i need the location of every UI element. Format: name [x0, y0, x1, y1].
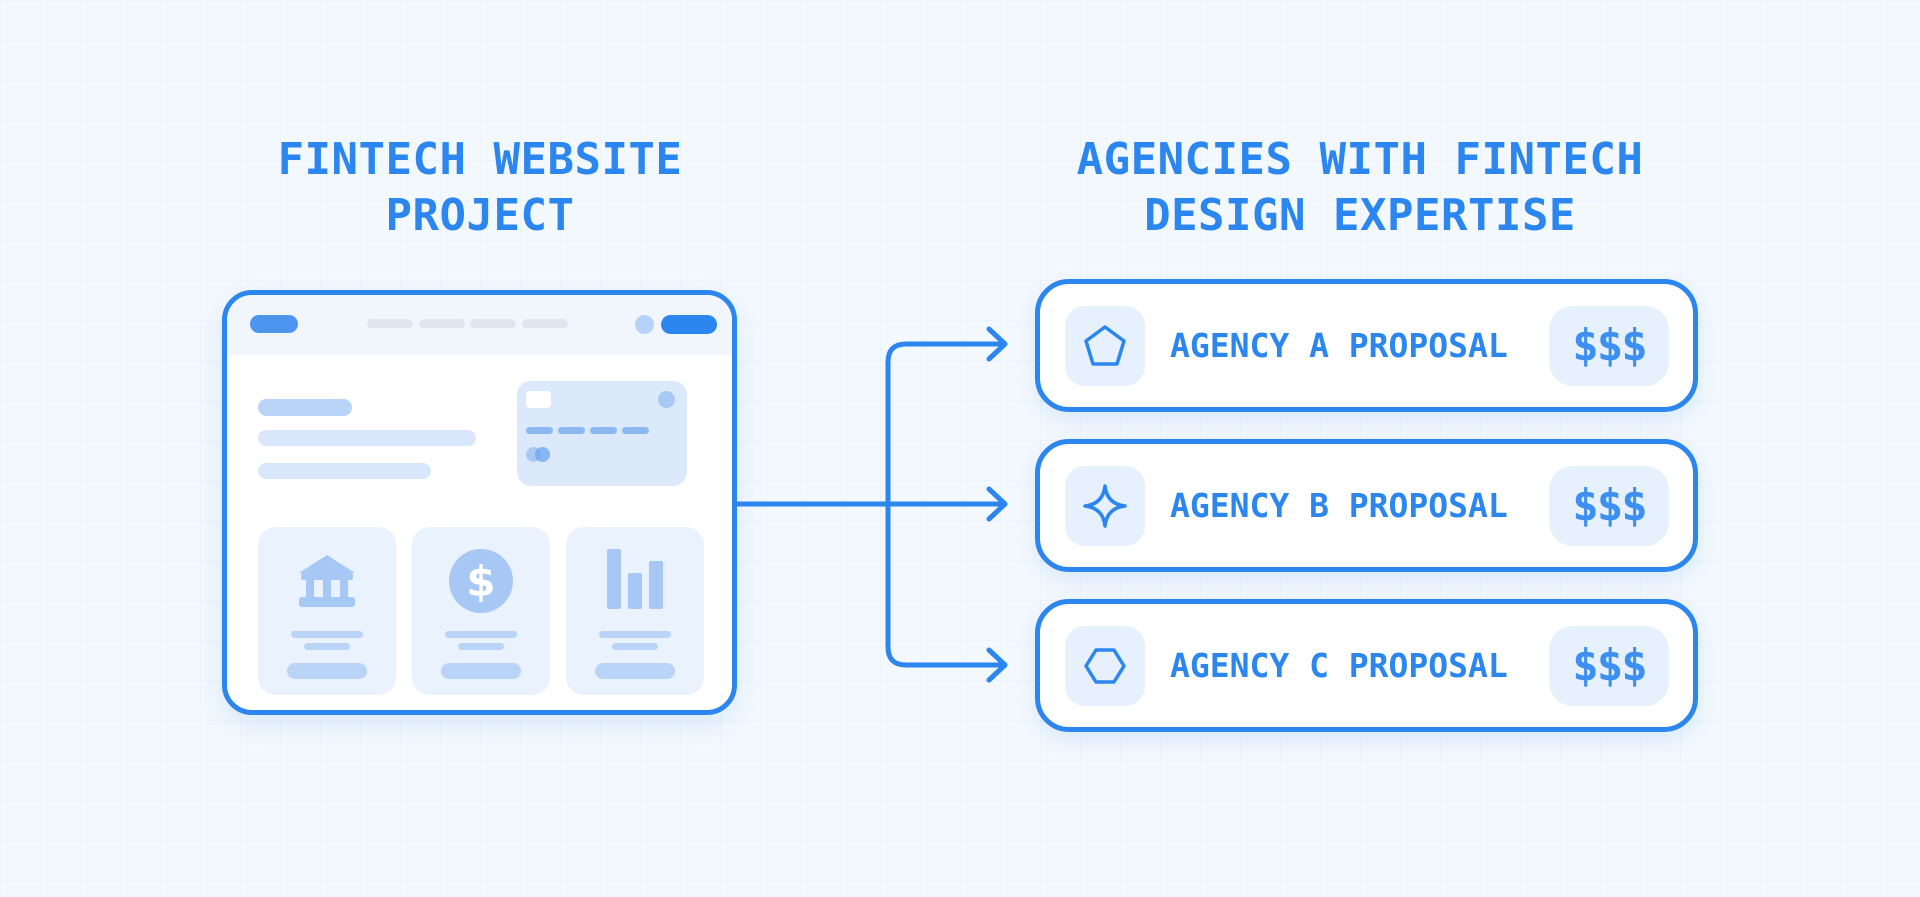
project-heading: FINTECH WEBSITE PROJECT: [180, 132, 780, 244]
agency-b-price-tag: $$$: [1549, 466, 1669, 546]
agency-a-proposal-card: AGENCY A PROPOSAL $$$: [1035, 279, 1698, 412]
agency-b-logo: [1065, 466, 1145, 546]
mockup-feature-card: [566, 527, 704, 695]
bank-icon: [299, 555, 355, 607]
agency-b-proposal-card: AGENCY B PROPOSAL $$$: [1035, 439, 1698, 572]
agency-a-proposal-label: AGENCY A PROPOSAL: [1170, 326, 1508, 365]
mockup-nav-link: [367, 319, 413, 328]
card-number-group: [558, 427, 585, 434]
project-heading-line-1: FINTECH WEBSITE: [277, 134, 683, 185]
pentagon-icon: [1084, 325, 1126, 366]
feature-card-button: [287, 663, 367, 679]
card-number-group: [590, 427, 617, 434]
card-brand-circle: [535, 447, 550, 462]
agency-a-price-tag: $$$: [1549, 306, 1669, 386]
svg-text:$: $: [466, 557, 495, 606]
project-heading-line-2: PROJECT: [385, 190, 575, 241]
arrowhead-agency-b: [986, 486, 1008, 522]
feature-card-text-bar: [445, 631, 517, 638]
mockup-logo-pill: [250, 315, 298, 333]
agency-c-logo: [1065, 626, 1145, 706]
feature-card-text-bar: [291, 631, 363, 638]
dollar-coin-icon: $: [449, 549, 513, 613]
four-point-star-icon: [1083, 484, 1127, 528]
feature-card-button: [441, 663, 521, 679]
branch-arrows-a-and-c: [885, 341, 1005, 668]
mockup-nav-link: [419, 319, 465, 328]
hexagon-icon: [1084, 648, 1126, 684]
arrowhead-agency-c: [986, 647, 1008, 683]
mockup-browser-bar: [227, 295, 732, 355]
agency-c-proposal-card: AGENCY C PROPOSAL $$$: [1035, 599, 1698, 732]
mockup-hero-text-bar: [258, 463, 431, 479]
mockup-credit-card: [517, 381, 687, 486]
card-chip: [526, 391, 551, 408]
mockup-hero-heading-bar: [258, 399, 352, 416]
feature-card-text-bar: [304, 643, 350, 650]
feature-card-text-bar: [458, 643, 504, 650]
feature-card-button: [595, 663, 675, 679]
mockup-nav-link: [470, 319, 516, 328]
mockup-feature-card: $: [412, 527, 550, 695]
feature-card-text-bar: [599, 631, 671, 638]
agency-c-price-tag: $$$: [1549, 626, 1669, 706]
arrowhead-agency-a: [986, 326, 1008, 362]
mockup-nav-link: [522, 319, 568, 328]
mockup-hero-text-bar: [258, 430, 476, 446]
agency-b-proposal-label: AGENCY B PROPOSAL: [1170, 486, 1508, 525]
agencies-heading-line-1: AGENCIES WITH FINTECH: [1076, 134, 1644, 185]
card-number-group: [622, 427, 649, 434]
mockup-cta-pill: [661, 315, 717, 334]
agencies-heading: AGENCIES WITH FINTECH DESIGN EXPERTISE: [1020, 132, 1700, 244]
bar-chart-icon: [607, 549, 663, 609]
feature-card-text-bar: [612, 643, 658, 650]
card-status-dot: [658, 391, 675, 408]
card-number-group: [526, 427, 553, 434]
mockup-avatar-dot: [635, 315, 654, 334]
agencies-heading-line-2: DESIGN EXPERTISE: [1144, 190, 1576, 241]
mockup-feature-card: [258, 527, 396, 695]
website-mockup: $: [222, 290, 737, 715]
agency-c-proposal-label: AGENCY C PROPOSAL: [1170, 646, 1508, 685]
agency-a-logo: [1065, 306, 1145, 386]
